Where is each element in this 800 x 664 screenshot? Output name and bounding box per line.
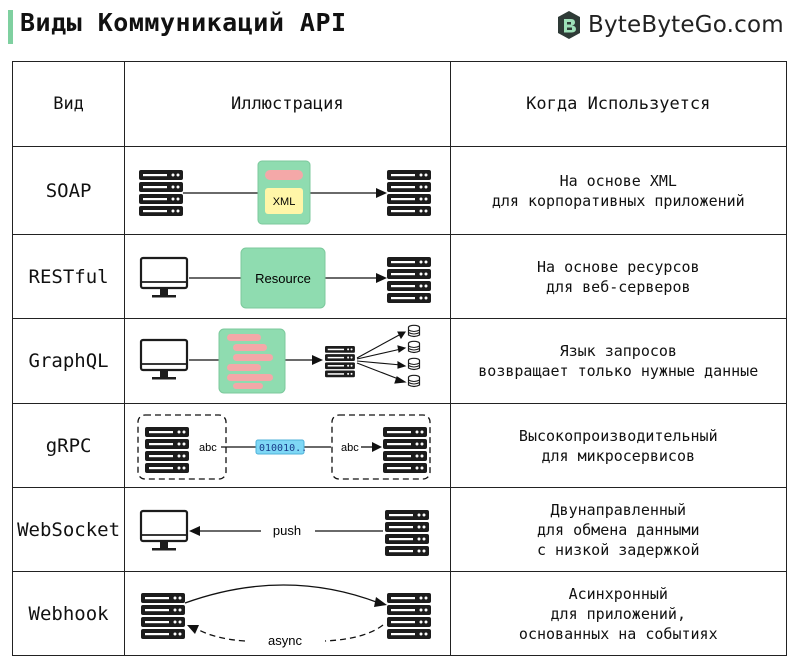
server-icon bbox=[325, 345, 356, 377]
column-header-when: Когда Используется bbox=[449, 61, 788, 147]
when-line: для веб-серверов bbox=[546, 277, 691, 296]
server-icon bbox=[145, 426, 190, 473]
monitor-icon bbox=[140, 509, 189, 552]
database-icon bbox=[408, 357, 421, 370]
payload-text: 010010.. bbox=[259, 443, 307, 454]
server-icon bbox=[387, 592, 432, 639]
illustration-graphql bbox=[124, 318, 451, 404]
table-row-websocket: WebSocket push Двунаправленный для обмен… bbox=[11, 487, 788, 572]
type-webhook: Webhook bbox=[11, 571, 126, 656]
when-soap: На основе XML для корпоративных приложен… bbox=[449, 146, 788, 235]
table-row-graphql: GraphQL bbox=[11, 318, 788, 404]
server-icon bbox=[387, 256, 432, 303]
when-webhook: Асинхронный для приложений, основанных н… bbox=[449, 571, 788, 656]
when-grpc: Высокопроизводительный для микросервисов bbox=[449, 403, 788, 488]
table-row-webhook: Webhook async Асинхронный для приложений… bbox=[11, 571, 788, 656]
illustration-websocket: push bbox=[124, 487, 451, 572]
when-line: для приложений, bbox=[550, 604, 686, 623]
type-websocket: WebSocket bbox=[11, 487, 126, 572]
grpc-right-label: abc bbox=[341, 442, 359, 454]
bytebytego-logo-icon bbox=[558, 11, 580, 39]
when-line: для корпоративных приложений bbox=[491, 191, 745, 210]
grpc-server-boundary bbox=[331, 413, 431, 480]
server-icon bbox=[383, 426, 428, 473]
xml-label: XML bbox=[273, 196, 296, 208]
type-restful: RESTful bbox=[11, 234, 126, 319]
api-types-table: Вид Иллюстрация Когда Используется SOAP … bbox=[11, 61, 788, 656]
when-line: Язык запросов bbox=[559, 342, 677, 360]
when-line: для обмена данными bbox=[536, 520, 700, 539]
title-accent-bar bbox=[8, 10, 13, 44]
push-label: push bbox=[273, 523, 301, 538]
type-soap: SOAP bbox=[11, 146, 126, 235]
brand-logo: ByteByteGo.com bbox=[556, 10, 784, 40]
column-header-illustration: Иллюстрация bbox=[124, 61, 451, 147]
table-row-grpc: gRPC abc 010010.. abc bbox=[11, 403, 788, 488]
when-line: На основе ресурсов bbox=[536, 257, 700, 276]
column-header-type: Вид bbox=[11, 61, 126, 147]
when-restful: На основе ресурсов для веб-серверов bbox=[449, 234, 788, 319]
async-label: async bbox=[268, 633, 302, 648]
type-graphql: GraphQL bbox=[11, 318, 126, 404]
database-icon bbox=[408, 340, 421, 353]
when-line: На основе XML bbox=[559, 171, 677, 190]
when-line: Асинхронный bbox=[568, 584, 668, 603]
when-line: с низкой задержкой bbox=[536, 540, 700, 559]
monitor-icon bbox=[140, 256, 189, 299]
server-icon bbox=[141, 592, 186, 639]
resource-label: Resource bbox=[255, 271, 311, 286]
page-title: Виды Коммуникаций API bbox=[20, 8, 347, 37]
illustration-webhook: async bbox=[124, 571, 451, 656]
illustration-restful: Resource bbox=[124, 234, 451, 319]
when-line: возвращает только нужные данные bbox=[478, 362, 759, 380]
server-icon bbox=[139, 169, 184, 216]
when-line: для микросервисов bbox=[541, 446, 696, 465]
query-box bbox=[218, 328, 286, 393]
when-line: Двунаправленный bbox=[550, 500, 686, 519]
illustration-soap: XML bbox=[124, 146, 451, 235]
when-line: Высокопроизводительный bbox=[518, 426, 718, 445]
server-icon bbox=[385, 509, 430, 556]
resource-box: Resource bbox=[240, 247, 326, 308]
database-icon bbox=[408, 324, 421, 337]
when-websocket: Двунаправленный для обмена данными с низ… bbox=[449, 487, 788, 572]
database-icon bbox=[408, 374, 421, 387]
table-row-soap: SOAP XML На основе XML для к bbox=[11, 146, 788, 235]
when-line: основанных на событиях bbox=[518, 624, 718, 643]
illustration-grpc: abc 010010.. abc bbox=[124, 403, 451, 488]
binary-payload: 010010.. bbox=[255, 439, 307, 454]
monitor-icon bbox=[140, 338, 189, 381]
grpc-left-label: abc bbox=[199, 442, 217, 454]
type-grpc: gRPC bbox=[11, 403, 126, 488]
grpc-client-boundary bbox=[137, 413, 227, 480]
server-icon bbox=[387, 169, 432, 216]
brand-name: ByteByteGo.com bbox=[588, 12, 784, 38]
table-row-restful: RESTful Resource На основе ресурсов для … bbox=[11, 234, 788, 319]
xml-envelope: XML bbox=[257, 160, 311, 224]
when-graphql: Язык запросов возвращает только нужные д… bbox=[449, 318, 788, 404]
table-header-row: Вид Иллюстрация Когда Используется bbox=[11, 61, 788, 147]
